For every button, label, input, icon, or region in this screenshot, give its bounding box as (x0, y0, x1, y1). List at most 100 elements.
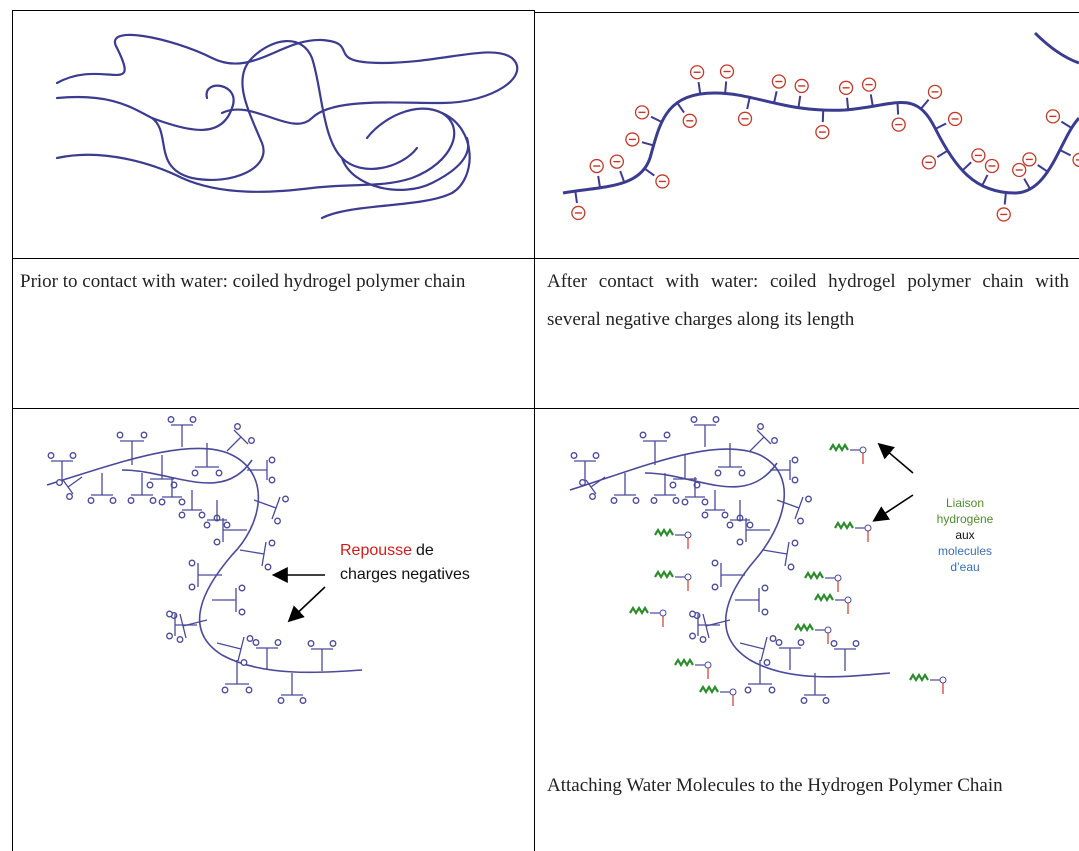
oxygen-atom (791, 539, 799, 547)
charge-tick (1059, 149, 1072, 157)
oxygen-atom (726, 521, 734, 529)
arrow-to-upper-bond (877, 442, 914, 474)
oxygen-atom (248, 437, 255, 444)
oxygen-atom (822, 697, 830, 704)
caption-attaching-water: Attaching Water Molecules to the Hydroge… (547, 767, 1069, 805)
oxygen-atom (178, 498, 186, 506)
charge-tick (869, 94, 874, 107)
hydrogen-bond-spring (699, 684, 719, 695)
hydrogen-bond-spring (804, 570, 824, 581)
oxygen-atom (203, 521, 211, 529)
carboxylate-branch (253, 496, 281, 520)
coiled-chain-figure (22, 18, 532, 248)
carboxylate-branch (256, 647, 278, 670)
carboxylate-branch (730, 500, 750, 521)
oxygen-atom (738, 469, 746, 477)
oxygen-atom (610, 497, 618, 504)
caption-attaching-text: Attaching Water Molecules to the Hydroge… (547, 775, 1003, 796)
carboxylate-branch (225, 660, 249, 685)
oxygen-atom (650, 497, 658, 504)
carboxylate-branch (182, 490, 202, 511)
charge-tick (724, 81, 728, 94)
oxygen-atom (797, 517, 804, 525)
oxygen-atom (246, 635, 254, 642)
de-label: de (416, 542, 434, 559)
oxygen-atom (274, 639, 282, 646)
carboxylate-branch (735, 588, 760, 612)
hydrogene-label: hydrogène (937, 512, 994, 526)
oxygen-atom (736, 538, 744, 546)
hydrogen-bond-spring (829, 442, 849, 453)
charge-tick (641, 141, 654, 147)
arrow-lower (287, 586, 326, 623)
oxygen-atom (797, 639, 805, 646)
carboxylate-branch (776, 496, 804, 520)
charge-tick (934, 122, 947, 130)
oxygen-atom (238, 584, 246, 592)
caption-before-text: Prior to contact with water: coiled hydr… (20, 271, 466, 292)
hydrogen-bond-spring (909, 672, 929, 683)
branched-chain-secondary (121, 459, 253, 484)
water-oxygen-atom (659, 609, 667, 617)
carboxylate-branch (574, 460, 596, 483)
liaison-label: Liaison (946, 496, 984, 510)
oxygen-atom (763, 659, 771, 666)
oxygen-atom (178, 511, 186, 519)
caption-after-water: After contact with water: coiled hydroge… (547, 263, 1069, 339)
oxygen-atom (699, 636, 707, 643)
oxygen-atom (245, 686, 253, 694)
oxygen-atom (761, 584, 769, 592)
charge-tick (981, 174, 989, 187)
carboxylate-branch (239, 541, 267, 567)
carboxylate-branch (311, 648, 333, 671)
row-separator-1 (12, 258, 1079, 259)
oxygen-atom (689, 610, 696, 618)
table-top-border (12, 10, 534, 11)
deau-label: d’eau (950, 560, 979, 574)
carboxylate-branch (62, 476, 83, 495)
carboxylate-branch (207, 500, 227, 521)
carboxylate-branch (150, 455, 174, 480)
carboxylate-branch (720, 563, 745, 587)
oxygen-atom (805, 495, 812, 503)
oxygen-atom (268, 539, 276, 547)
hydrogen-bond-spring (654, 527, 674, 538)
water-oxygen-atom (864, 524, 872, 532)
oxygen-atom (149, 497, 157, 504)
charges-negatives-label: charges negatives (340, 566, 470, 583)
water-oxygen-atom (939, 676, 947, 684)
oxygen-atom (746, 521, 754, 529)
oxygen-atom (681, 498, 689, 506)
aux-label: aux (955, 528, 974, 542)
oxygen-atom (672, 497, 680, 504)
oxygen-atom (721, 511, 729, 519)
oxygen-atom (711, 559, 719, 567)
carboxylate-branch (585, 476, 606, 495)
oxygen-atom (191, 469, 199, 477)
charge-tick (597, 175, 602, 188)
oxygen-atom (240, 659, 248, 666)
oxygen-atom (787, 563, 795, 571)
charge-tick (920, 98, 930, 110)
oxygen-atom (167, 416, 175, 423)
hydrogen-bond-figure: Liaison hydrogène aux molecules d’eau (545, 415, 1079, 725)
carboxylate-branch (195, 443, 219, 468)
oxygen-atom (791, 476, 799, 484)
oxygen-atom (166, 632, 173, 640)
oxygen-atom (158, 498, 166, 506)
oxygen-atom (116, 431, 124, 439)
carboxylate-branch (654, 473, 676, 496)
oxygen-atom (109, 497, 117, 504)
oxygen-atom (189, 416, 197, 423)
charge-tick (1037, 164, 1049, 173)
charge-tick (773, 91, 778, 104)
repulsion-figure: Repousse de charges negatives (22, 415, 534, 715)
water-oxygen-atom (704, 661, 712, 669)
row-separator-2 (12, 408, 1079, 409)
oxygen-atom (56, 479, 63, 486)
charge-tick (619, 170, 626, 183)
water-oxygen-atom (684, 573, 692, 581)
oxygen-atom (252, 639, 260, 646)
oxygen-atom (238, 608, 246, 616)
oxygen-atom (188, 583, 196, 591)
